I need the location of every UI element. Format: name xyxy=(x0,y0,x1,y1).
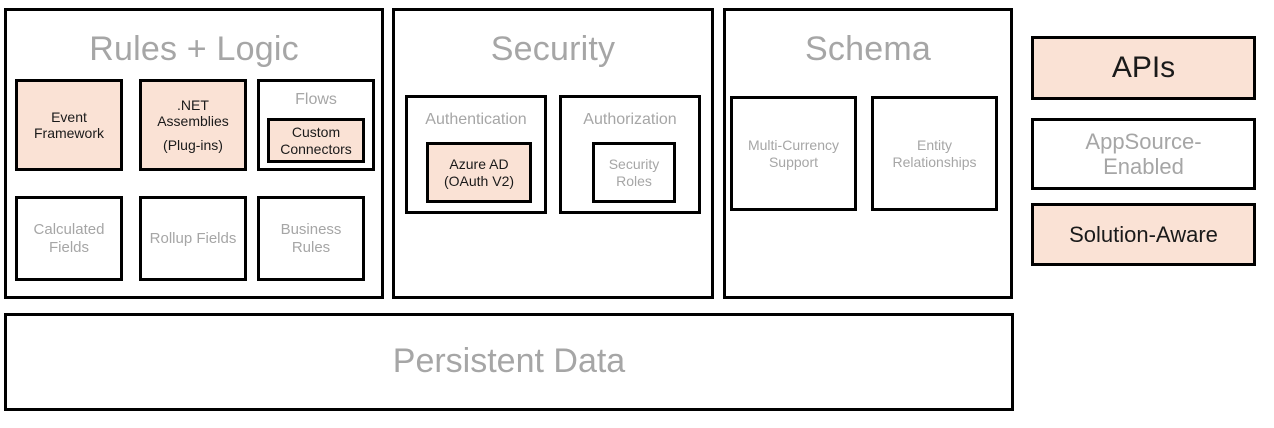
box-authorization[interactable]: Authorization Security Roles xyxy=(559,95,701,214)
box-authentication-label: Authentication xyxy=(425,111,527,128)
box-appsource-enabled-label: AppSource- xyxy=(1085,128,1202,154)
box-rollup-fields[interactable]: Rollup Fields xyxy=(139,196,247,281)
box-persistent-data-label: Persistent Data xyxy=(392,342,626,381)
box-event-framework[interactable]: Event Framework xyxy=(15,79,123,171)
box-security-roles[interactable]: Security Roles xyxy=(592,142,676,203)
box-entity-relationships-label: Entity Relationships xyxy=(892,137,977,170)
section-title-security: Security xyxy=(490,30,616,68)
box-authorization-label: Authorization xyxy=(583,111,677,128)
box-solution-aware[interactable]: Solution-Aware xyxy=(1031,203,1256,266)
box-net-assemblies-label: .NET Assemblies xyxy=(157,97,229,130)
box-custom-connectors[interactable]: Custom Connectors xyxy=(267,118,365,163)
box-custom-connectors-label: Custom Connectors xyxy=(280,124,352,157)
box-solution-aware-label: Solution-Aware xyxy=(1069,221,1218,247)
box-event-framework-label: Event Framework xyxy=(33,108,104,141)
box-business-rules[interactable]: Business Rules xyxy=(257,196,365,281)
box-business-rules-label: Business Rules xyxy=(280,221,342,256)
box-apis[interactable]: APIs xyxy=(1031,36,1256,100)
section-title-schema: Schema xyxy=(805,30,931,68)
box-azure-ad-label: Azure AD xyxy=(449,156,509,173)
box-appsource-enabled-sublabel: Enabled xyxy=(1103,154,1184,179)
box-rollup-fields-label: Rollup Fields xyxy=(149,229,237,247)
box-azure-ad-sublabel: (OAuth V2) xyxy=(443,172,515,189)
box-persistent-data[interactable]: Persistent Data xyxy=(4,313,1014,411)
box-appsource-enabled[interactable]: AppSource- Enabled xyxy=(1031,118,1256,190)
box-flows-label: Flows xyxy=(295,91,337,108)
box-net-assemblies-sublabel: (Plug-ins) xyxy=(163,136,223,153)
section-title-rules-logic: Rules + Logic xyxy=(89,30,299,68)
box-entity-relationships[interactable]: Entity Relationships xyxy=(871,96,998,211)
box-flows[interactable]: Flows Custom Connectors xyxy=(257,79,375,171)
box-azure-ad[interactable]: Azure AD (OAuth V2) xyxy=(426,142,532,203)
box-multi-currency-support[interactable]: Multi-Currency Support xyxy=(730,96,857,211)
box-multi-currency-support-label: Multi-Currency Support xyxy=(747,137,839,170)
box-security-roles-label: Security Roles xyxy=(608,156,660,189)
box-apis-label: APIs xyxy=(1111,50,1176,84)
box-authentication[interactable]: Authentication Azure AD (OAuth V2) xyxy=(405,95,547,214)
box-calculated-fields[interactable]: Calculated Fields xyxy=(15,196,123,281)
box-net-assemblies[interactable]: .NET Assemblies (Plug-ins) xyxy=(139,79,247,171)
box-calculated-fields-label: Calculated Fields xyxy=(33,221,105,256)
